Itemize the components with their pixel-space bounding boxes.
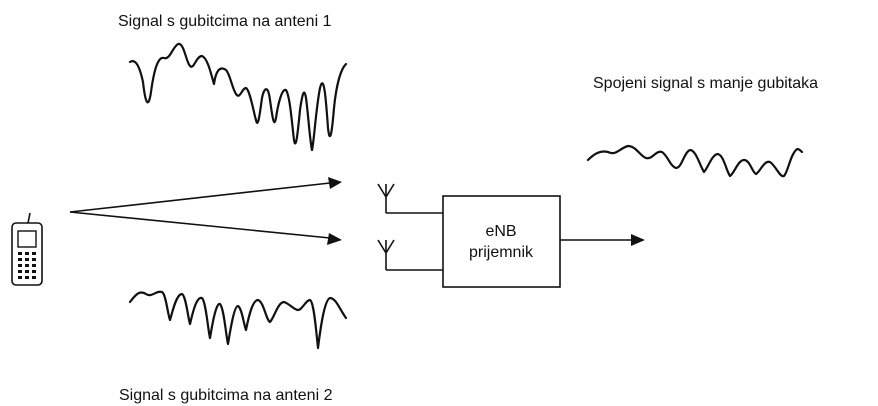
combined-signal-label: Spojeni signal s manje gubitaka	[593, 75, 818, 92]
antenna1-faded-signal-wave	[128, 42, 348, 152]
receiver-label-line1: eNB	[485, 223, 516, 240]
antenna-1-icon	[377, 183, 443, 214]
antenna2-signal-label: Signal s gubitcima na anteni 2	[119, 387, 333, 404]
output-arrow	[560, 234, 645, 246]
transmission-arrow-2	[69, 211, 342, 245]
mobile-phone-icon	[11, 212, 43, 286]
antenna2-faded-signal-wave	[128, 290, 348, 350]
combined-signal-wave	[586, 144, 804, 178]
receiver-label-line2: prijemnik	[469, 244, 534, 261]
antenna1-signal-label: Signal s gubitcima na anteni 1	[118, 13, 332, 30]
transmission-arrow-1	[69, 177, 342, 213]
enb-receiver-box: eNB prijemnik	[442, 195, 561, 288]
antenna-2-icon	[377, 239, 443, 271]
